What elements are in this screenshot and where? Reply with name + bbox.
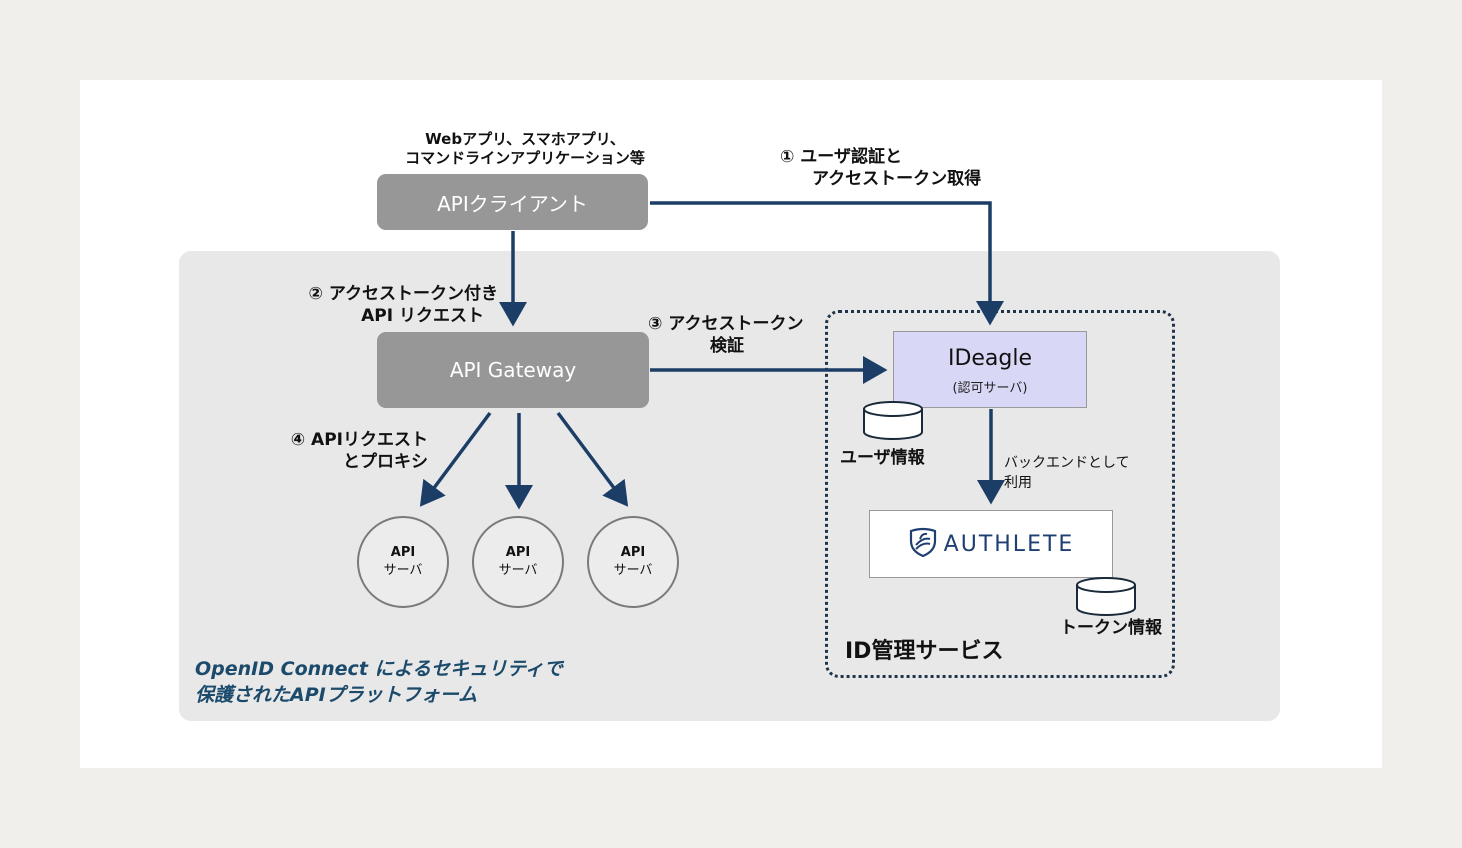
ideagle-subtitle: (認可サーバ) xyxy=(952,381,1028,396)
step-4-line1: ④ APIリクエスト xyxy=(290,430,428,450)
api-server-node[interactable]: API サーバ xyxy=(357,516,449,608)
api-client-node[interactable]: APIクライアント xyxy=(377,174,648,230)
api-gateway-node[interactable]: API Gateway xyxy=(377,332,649,408)
token-info-label: トークン情報 xyxy=(1060,618,1162,638)
backend-usage-label: バックエンドとして 利用 xyxy=(1004,453,1130,493)
client-description-line2: コマンドラインアプリケーション等 xyxy=(405,149,645,167)
step-1-line1: ① ユーザ認証と xyxy=(780,147,902,167)
token-info-database-icon xyxy=(1076,577,1136,616)
ideagle-node[interactable]: IDeagle (認可サーバ) xyxy=(893,331,1087,408)
step-2-line2: API リクエスト xyxy=(361,306,484,326)
arrow-gateway-to-server-3 xyxy=(556,411,629,507)
step-3-line2: 検証 xyxy=(710,336,744,356)
api-server-label-line2: サーバ xyxy=(498,563,538,578)
api-platform-region xyxy=(179,251,1280,721)
authlete-node[interactable]: AUTHLETE xyxy=(869,510,1113,578)
client-description: Webアプリ、スマホアプリ、 コマンドラインアプリケーション等 xyxy=(400,130,650,168)
api-server-label-line2: サーバ xyxy=(383,563,423,578)
api-server-label-line1: API xyxy=(505,545,531,560)
ideagle-name: IDeagle xyxy=(947,346,1033,371)
platform-caption: OpenID Connect によるセキュリティで 保護されたAPIプラットフォ… xyxy=(195,656,563,708)
api-server-label-line1: API xyxy=(390,545,416,560)
backend-usage-line1: バックエンドとして xyxy=(1004,455,1130,471)
client-description-line1: Webアプリ、スマホアプリ、 xyxy=(425,130,625,148)
arrow-gateway-to-server-1 xyxy=(419,411,492,507)
arrow-client-to-ideagle xyxy=(650,201,1004,326)
authlete-wordmark: AUTHLETE xyxy=(943,531,1075,557)
step-1-line2: アクセストークン取得 xyxy=(812,169,982,189)
step-4-label: ④ APIリクエスト とプロキシ xyxy=(276,429,428,473)
backend-usage-line2: 利用 xyxy=(1004,475,1032,491)
step-1-label: ① ユーザ認証と アクセストークン取得 xyxy=(780,146,981,190)
step-2-line1: ② アクセストークン付き xyxy=(308,284,498,304)
user-info-label: ユーザ情報 xyxy=(840,448,925,468)
step-3-line1: ③ アクセストークン xyxy=(648,314,804,334)
api-server-node[interactable]: API サーバ xyxy=(472,516,564,608)
step-3-label: ③ アクセストークン 検証 xyxy=(648,313,823,357)
step-2-label: ② アクセストークン付き API リクエスト xyxy=(286,283,498,327)
step-4-line2: とプロキシ xyxy=(343,452,428,472)
platform-caption-line1: OpenID Connect によるセキュリティで xyxy=(195,658,563,680)
id-management-service-label: ID管理サービス xyxy=(845,639,1004,664)
api-server-node[interactable]: API サーバ xyxy=(587,516,679,608)
user-info-database-icon xyxy=(863,401,923,440)
api-server-label-line1: API xyxy=(620,545,646,560)
platform-caption-line2: 保護されたAPIプラットフォーム xyxy=(195,684,478,706)
authlete-shield-icon xyxy=(908,527,938,561)
api-server-label-line2: サーバ xyxy=(613,563,653,578)
